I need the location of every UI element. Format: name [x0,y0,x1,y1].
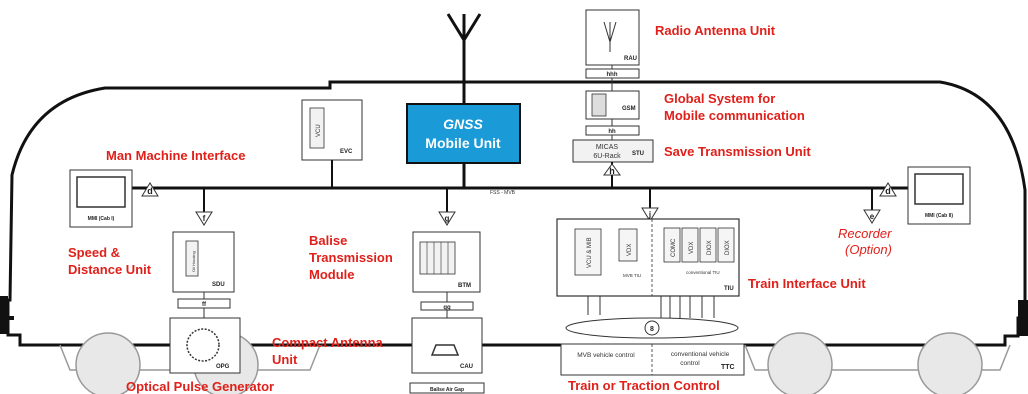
svg-text:hh: hh [608,129,616,135]
svg-text:g: g [445,214,450,223]
diox2-module [717,227,735,263]
sdu-module [185,240,199,277]
connector-h [603,163,621,176]
svg-text:f: f [203,214,206,223]
sdu-code: SDU [212,282,225,288]
balise-air-gap-label: Balise Air Gap [430,387,464,393]
svg-text:DIOX: DIOX [725,240,731,255]
gsm-label-line1: Global System for [664,91,775,106]
wheel-icon [917,332,983,394]
micas-label: MICAS [596,144,619,151]
gnss-mobile-unit-box [406,103,521,164]
gnss-title: GNSS [443,116,483,132]
mmi-label: Man Machine Interface [106,148,245,163]
ttc-code: TTC [721,364,735,371]
connector-f [195,211,213,226]
ttc-box [560,343,745,376]
gg-connector [420,301,474,311]
opg-label: Optical Pulse Generator [126,379,274,394]
bus-label: FSS - MVB [490,190,516,196]
btm-rack [419,241,456,275]
mmi-cab1-code: MMI (Cab I) [88,216,115,222]
svg-text:gg: gg [443,305,451,311]
pulse-disc-icon [186,328,220,362]
conventional-vehicle-label: conventional vehicle [671,351,730,358]
svg-text:control: control [680,360,700,367]
recorder-label-line1: Recorder [838,226,892,241]
radio-antenna-icon [603,21,617,52]
svg-text:e: e [870,212,875,221]
opg-code: OPG [216,364,230,370]
wheel-icon [75,332,141,394]
svg-text:DIOX: DIOX [707,240,713,255]
hh-connector [585,125,640,136]
conventional-tiu-label: conventional TIU [686,270,720,275]
connector-e [863,209,881,224]
recorder-label-line2: (Option) [845,242,892,257]
hhh-connector [585,68,640,79]
svg-text:COMC: COMC [671,238,677,257]
cau-antenna-icon [430,344,460,356]
vdx-module [618,228,638,262]
svg-text:d: d [147,186,153,196]
vcu-module [309,107,325,149]
right-coupler [1018,300,1028,336]
connector-g [438,211,456,226]
vdx2-module [681,227,699,263]
sdu-label-line2: Distance Unit [68,262,152,277]
connector-d-right [879,182,897,197]
display-icon [76,176,126,208]
ff-connector [177,298,231,309]
svg-text:Oil Housing: Oil Housing [191,251,196,272]
svg-text:VCU & MIB: VCU & MIB [587,237,593,268]
wheel-icon [767,332,833,394]
svg-text:d: d [885,186,891,196]
ttc-label: Train or Traction Control [568,378,720,393]
mmi-cab2-code: MMI (Cab II) [925,213,953,219]
mvb-tiu-label: MVB TIU [623,273,641,278]
mvb-vehicle-control-label: MVB vehicle control [577,352,635,359]
svg-text:hhh: hhh [607,72,618,78]
cau-code: CAU [460,364,473,370]
gsm-code: GSM [622,106,636,112]
btm-label-line1: Balise [309,233,347,248]
svg-text:h: h [609,166,615,176]
balise-air-gap-box [409,382,485,394]
right-bogie [744,344,1011,371]
evc-code: EVC [340,149,353,155]
btm-label-line3: Module [309,267,355,282]
svg-text:8: 8 [650,326,654,333]
display-icon [914,173,964,205]
gsm-label-line2: Mobile communication [664,108,805,123]
connector-j [641,207,659,222]
tiu-code: TIU [724,286,734,292]
svg-text:j: j [648,210,651,219]
comc-module [663,227,681,263]
svg-text:VDX: VDX [627,244,633,256]
stu-code: STU [632,151,644,157]
left-coupler [0,296,8,334]
svg-text:ff: ff [202,302,207,308]
btm-code: BTM [458,283,471,289]
rau-box [585,9,640,66]
sdu-label-line1: Speed & [68,245,120,260]
btm-label-line2: Transmission [309,250,393,265]
rau-code: RAU [624,56,637,62]
cau-label-line2: Unit [272,352,298,367]
rau-label: Radio Antenna Unit [655,23,776,38]
phone-icon [591,93,607,117]
vcu-mib-module [574,228,602,276]
tiu-label: Train Interface Unit [748,276,866,291]
svg-text:VDX: VDX [689,242,695,254]
stu-label: Save Transmission Unit [664,144,811,159]
sdu-box [172,231,235,293]
micas-rack-label: 6U-Rack [593,153,621,160]
diox1-module [699,227,717,263]
gnss-subtitle: Mobile Unit [425,135,501,151]
cau-label-line1: Compact Antenna [272,335,384,350]
svg-text:VCU: VCU [316,124,322,137]
connector-s [644,320,660,336]
connector-d-left [141,182,159,197]
